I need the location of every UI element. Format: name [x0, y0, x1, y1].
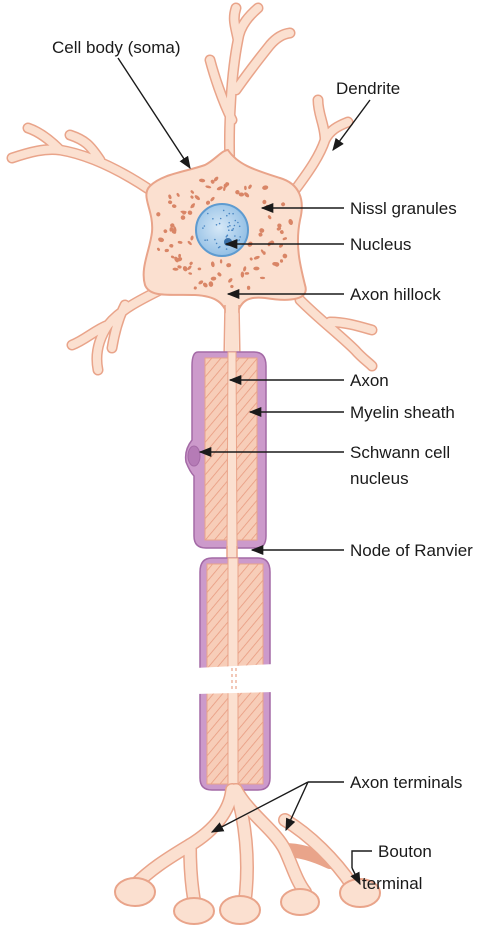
nissl-granule [241, 272, 244, 278]
nucleus-stipple [227, 235, 229, 237]
nucleus-stipple [229, 225, 231, 227]
nucleus-stipple [220, 218, 222, 220]
nucleus-stipple [226, 236, 228, 238]
label-axon-terminals: Axon terminals [350, 773, 462, 792]
nucleus-stipple [234, 246, 236, 248]
nucleus-stipple [232, 213, 234, 215]
nucleus-stipple [216, 243, 218, 245]
nucleus-stipple [228, 222, 230, 224]
nucleus-icon [196, 204, 248, 256]
axon-initial-segment [224, 300, 240, 360]
label-axon: Axon [350, 371, 389, 390]
label-schwann-cell: Schwann cell [350, 443, 450, 462]
label-myelin-sheath: Myelin sheath [350, 403, 455, 422]
label-axon-hillock: Axon hillock [350, 285, 441, 304]
label-bouton: Bouton [378, 842, 432, 861]
nucleus-stipple [219, 223, 221, 225]
nucleus-stipple [237, 240, 239, 242]
nucleus-stipple [235, 220, 237, 222]
nucleus-stipple [204, 225, 206, 227]
label-dendrite: Dendrite [336, 79, 400, 98]
axon-terminals [115, 790, 380, 924]
nucleus-stipple [214, 239, 216, 241]
nucleus-stipple [239, 239, 241, 241]
nucleus-stipple [227, 226, 229, 228]
nucleus-stipple [239, 236, 241, 238]
nucleus-stipple [229, 213, 231, 215]
label-node-of-ranvier: Node of Ranvier [350, 541, 473, 560]
nucleus-stipple [226, 248, 228, 250]
label-cell-body: Cell body (soma) [52, 38, 181, 57]
nucleus-stipple [234, 235, 236, 237]
nucleus-stipple [204, 239, 206, 241]
nucleus-stipple [239, 226, 241, 228]
nucleus-stipple [207, 239, 209, 241]
pointer-bouton-bar [352, 851, 372, 868]
nucleus-stipple [228, 229, 230, 231]
nucleus-stipple [233, 228, 235, 230]
nucleus-stipple [207, 213, 209, 215]
nucleus-stipple [234, 240, 236, 242]
nucleus-stipple [216, 224, 218, 226]
pointer-cell-body [118, 58, 190, 168]
nucleus-stipple [219, 246, 221, 248]
nucleus-stipple [226, 215, 228, 217]
nucleus-stipple [232, 229, 234, 231]
nucleus-stipple [202, 227, 204, 229]
nucleus-stipple [212, 218, 214, 220]
nucleus-stipple [237, 222, 239, 224]
nissl-granule [198, 268, 202, 271]
myelin-segment-lower [195, 558, 275, 790]
nucleus-stipple [223, 210, 225, 212]
label-nucleus: Nucleus [350, 235, 411, 254]
myelin-segment-upper [186, 352, 266, 548]
label-schwann-nucleus: nucleus [350, 469, 409, 488]
label-nissl-granules: Nissl granules [350, 199, 457, 218]
nucleus-stipple [234, 225, 236, 227]
label-terminal: terminal [362, 874, 422, 893]
